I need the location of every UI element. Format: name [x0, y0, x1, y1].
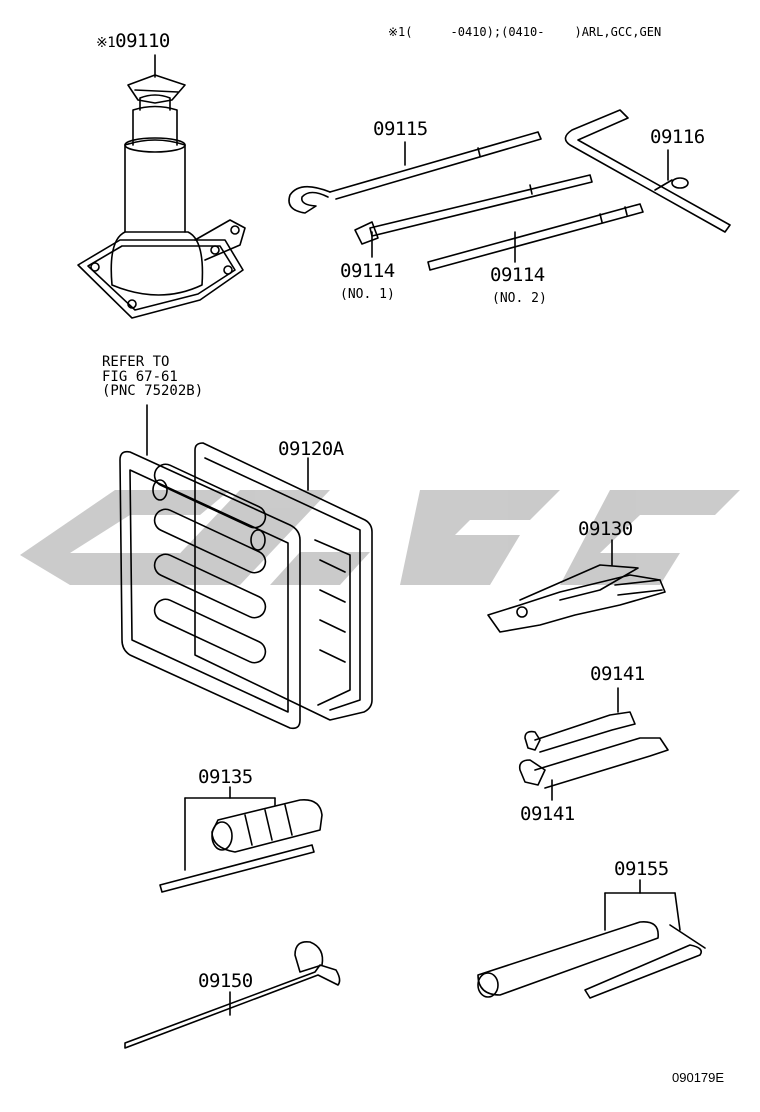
spark-plug-wrench-illustration — [477, 879, 706, 999]
part-label-spark-plug-wrench: 09155 — [614, 858, 669, 880]
part-label-jack: ※109110 — [96, 32, 170, 51]
header-note-range1: -0410) — [450, 25, 494, 39]
pliers-illustration — [487, 539, 666, 633]
header-note: ※1( -0410);(0410- )ARL,GCC,GEN — [388, 26, 661, 38]
header-note-models: )ARL,GCC,GEN — [574, 25, 662, 39]
part-label-wrench-upper: 09141 — [590, 663, 645, 685]
extension-no1-note: (NO. 1) — [340, 287, 395, 302]
part-label-jack-handle-hook: 09115 — [373, 118, 428, 140]
extension-bar-no1-illustration — [354, 174, 593, 258]
extension-no2-note: (NO. 2) — [492, 291, 547, 306]
part-label-extension-no2: 09114 — [490, 264, 545, 286]
wheel-nut-wrench-illustration — [124, 940, 341, 1049]
illustration-code: 090179E — [672, 1070, 725, 1085]
header-note-sep: ; — [493, 25, 502, 39]
screwdriver-illustration — [159, 786, 323, 893]
tool-bag-illustration — [119, 404, 373, 730]
jack-handle-bar-illustration — [564, 109, 731, 233]
reference-line-2: FIG 67-61 — [102, 368, 178, 385]
part-label-screwdriver: 09135 — [198, 766, 253, 788]
part-label-pliers: 09130 — [578, 518, 633, 540]
jack-number: 09110 — [115, 30, 170, 52]
jack-illustration — [77, 54, 246, 319]
part-label-tool-bag: 09120A — [278, 438, 344, 460]
header-note-mark: ※1( — [388, 25, 413, 39]
reference-line-1: REFER TO — [102, 354, 170, 370]
reference-note: REFER TO FIG 67-61 (PNC 75202B) — [102, 355, 203, 399]
reference-line-3: (PNC 75202B) — [102, 383, 204, 400]
part-label-wheel-nut-wrench: 09150 — [198, 970, 253, 992]
header-note-range2: (0410- — [501, 25, 545, 39]
wrench-lower-illustration — [518, 737, 669, 801]
part-label-jack-handle-bar: 09116 — [650, 126, 705, 148]
extension-bar-no2-illustration — [427, 203, 644, 271]
part-label-wrench-lower: 09141 — [520, 803, 575, 825]
wrench-upper-illustration — [524, 687, 636, 753]
jack-handle-hook-illustration — [288, 131, 542, 214]
part-label-extension-no1: 09114 — [340, 260, 395, 282]
jack-mark: ※1 — [96, 35, 116, 51]
